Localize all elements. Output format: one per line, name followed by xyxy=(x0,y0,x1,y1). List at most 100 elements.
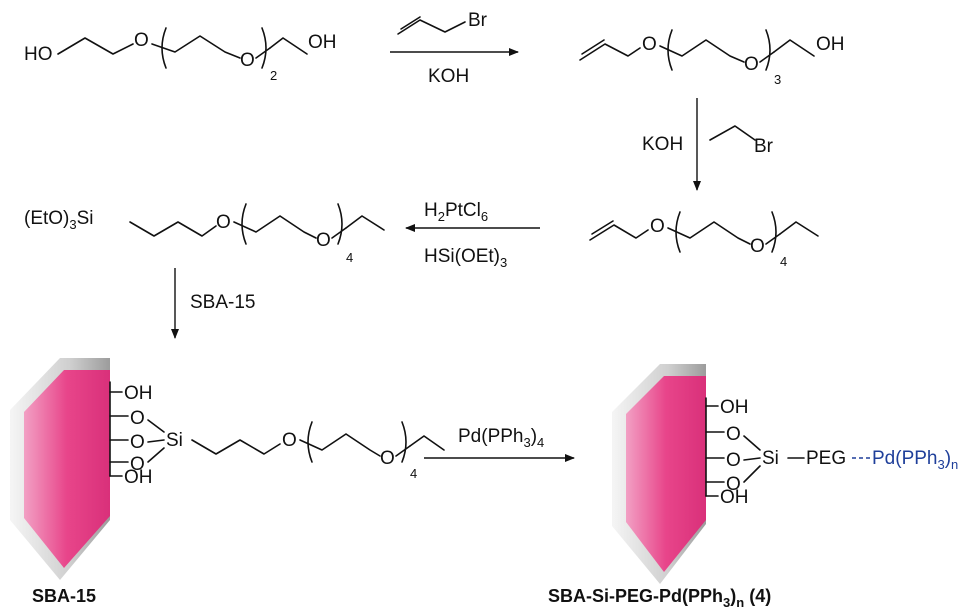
label-catalyst-paren: ) xyxy=(730,586,736,606)
compound-sba-si-peg-pd: OH O O O Si PEG Pd(PPh3)n OH xyxy=(612,364,958,584)
c5-repeat xyxy=(299,433,381,457)
c2-o2: O xyxy=(744,54,759,75)
step3-sub3: 3 xyxy=(500,255,507,270)
compound-allyl-peg-alcohol: O O 3 OH xyxy=(579,29,845,87)
step3-h: H xyxy=(424,200,438,221)
c1-chain-left xyxy=(57,37,134,55)
c2-o1: O xyxy=(642,34,657,55)
label-catalyst-main: SBA-Si-PEG-Pd(PPh xyxy=(548,586,723,606)
c2-repeat-end xyxy=(759,51,775,63)
c4-si: Si xyxy=(77,208,94,229)
c4-repeat-end xyxy=(331,227,347,239)
c5-o2: O xyxy=(380,448,395,469)
step2: KOH Br xyxy=(642,98,774,191)
step3-reagent-triethoxysilane: HSi(OEt)3 xyxy=(424,246,507,270)
label-catalyst-subn: n xyxy=(736,595,744,608)
allyl-bromide-skeleton xyxy=(397,19,466,35)
step5-sub3: 3 xyxy=(523,435,530,450)
c6-paren: ) xyxy=(945,448,951,469)
ethyl-bromide-skeleton xyxy=(709,125,756,141)
c1-repeat xyxy=(151,35,241,59)
label-catalyst-number: (4) xyxy=(744,586,771,606)
c4-etosi: (EtO)3Si xyxy=(24,208,94,232)
step1: Br KOH xyxy=(390,10,519,87)
c3-double-bond xyxy=(591,220,614,235)
step3-reagent-h2ptcl6: H2PtCl6 xyxy=(424,200,488,224)
c3-repeat-end xyxy=(765,233,781,245)
step2-reagent-br: Br xyxy=(754,136,774,157)
allyl-double-bond xyxy=(400,16,421,30)
c6-sub3: 3 xyxy=(937,457,944,472)
c3-repeat xyxy=(667,221,751,245)
silica-particle-right xyxy=(626,376,706,572)
c4-paren-open xyxy=(241,203,247,245)
step5-paren: ) xyxy=(531,426,537,447)
c6-oh-bottom: OH xyxy=(720,487,749,508)
step3-hsioet: HSi(OEt) xyxy=(424,246,500,267)
c6-o-c: O xyxy=(726,474,741,495)
c3-allyl xyxy=(589,224,649,241)
c1-chain-right xyxy=(269,37,308,55)
c5-ethyl xyxy=(409,435,445,451)
step3: H2PtCl6 HSi(OEt)3 xyxy=(405,200,540,270)
c2-allyl xyxy=(579,43,641,61)
c3-o2: O xyxy=(750,236,765,257)
step5-pdpph: Pd(PPh xyxy=(458,426,523,447)
c4-sub3: 3 xyxy=(69,217,76,232)
c1-o2: O xyxy=(240,50,255,71)
step3-sub6: 6 xyxy=(481,209,488,224)
c2-subscript-n: 3 xyxy=(774,72,781,87)
c1-subscript-n: 2 xyxy=(270,68,277,83)
c3-ethyl xyxy=(779,221,819,237)
c6-o-si-a xyxy=(743,435,761,451)
step4-reagent-sba15: SBA-15 xyxy=(190,292,255,313)
c1-oh: OH xyxy=(308,32,337,53)
c5-o-b: O xyxy=(130,432,145,453)
silica-particle-left xyxy=(24,370,110,568)
c5-o-a: O xyxy=(130,408,145,429)
c5-o-si-a xyxy=(147,419,165,433)
c3-o1: O xyxy=(650,216,665,237)
step4: SBA-15 xyxy=(171,268,255,339)
c2-chain-right xyxy=(773,39,815,57)
compound-sba15-grafted-peg: OH O O O Si OH O O 4 xyxy=(10,358,445,580)
c5-o-c: O xyxy=(130,454,145,475)
c1-repeat-end xyxy=(255,47,271,59)
c4-propyl xyxy=(129,221,217,237)
c5-subscript-n: 4 xyxy=(410,466,417,481)
c5-oh-top: OH xyxy=(124,383,153,404)
step3-ptcl: PtCl xyxy=(445,200,481,221)
c5-paren-close xyxy=(401,421,407,463)
label-catalyst-4: SBA-Si-PEG-Pd(PPh3)n (4) xyxy=(548,586,771,608)
c2-paren-close xyxy=(765,29,771,71)
c5-o1: O xyxy=(282,430,297,451)
c4-paren-close xyxy=(337,203,343,245)
c5-paren-open xyxy=(307,421,313,463)
c6-o-b: O xyxy=(726,450,741,471)
c1-o1: O xyxy=(134,30,149,51)
compound-tetraethylene-glycol: HO O O 2 OH xyxy=(24,27,337,83)
c3-paren-close xyxy=(771,211,777,253)
step5-sub4: 4 xyxy=(537,435,544,450)
c5-o-si-c xyxy=(147,447,165,463)
c5-repeat-end xyxy=(395,445,411,457)
c2-repeat xyxy=(659,39,745,63)
c6-subn: n xyxy=(951,457,958,472)
compound-allyl-peg-ethyl-ether: O O 4 xyxy=(589,211,819,269)
step2-reagent-koh: KOH xyxy=(642,134,683,155)
step1-reagent-koh: KOH xyxy=(428,66,469,87)
step5-reagent-pd: Pd(PPh3)4 xyxy=(458,426,544,450)
step5: Pd(PPh3)4 xyxy=(424,426,575,462)
c5-o-si-b xyxy=(147,439,165,443)
compound-triethoxysilyl-peg: (EtO)3Si O O 4 xyxy=(24,203,385,265)
c5-si: Si xyxy=(166,430,183,451)
c3-subscript-n: 4 xyxy=(780,254,787,269)
c4-ethyl xyxy=(345,215,385,231)
c4-eto: (EtO) xyxy=(24,208,69,229)
c2-double-bond xyxy=(581,39,605,55)
c5-propyl xyxy=(191,439,281,455)
c4-o2: O xyxy=(316,230,331,251)
c4-subscript-n: 4 xyxy=(346,250,353,265)
c6-pdpph: Pd(PPh xyxy=(872,448,937,469)
